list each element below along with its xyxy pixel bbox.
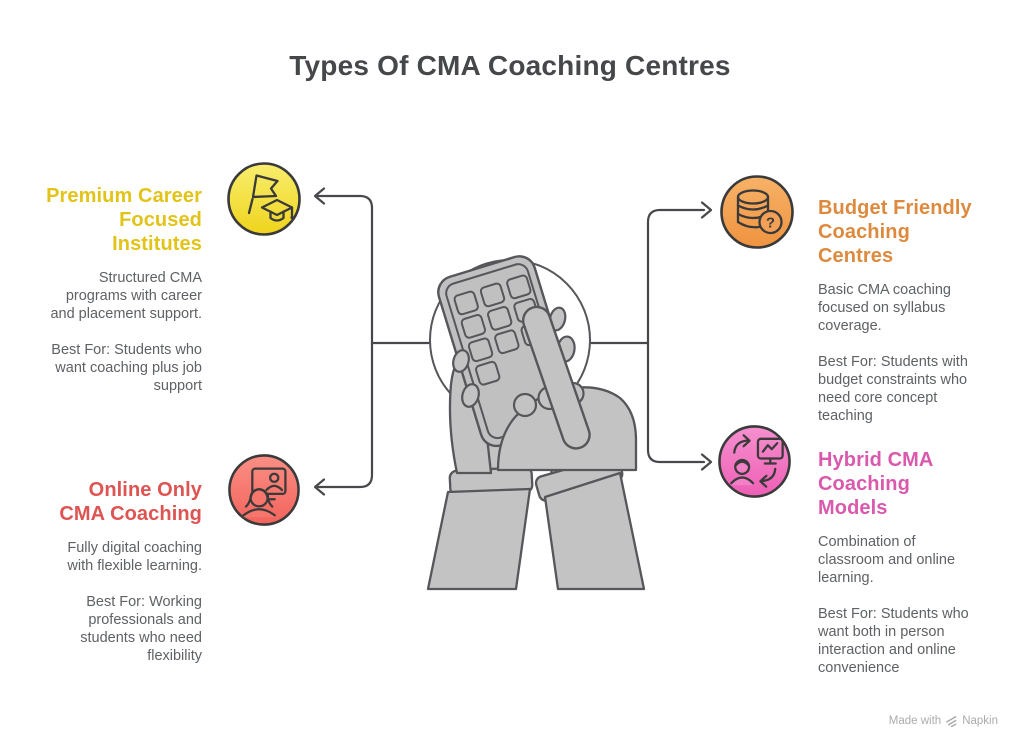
arrow-right-top-icon [700, 201, 713, 219]
hybrid-icon [718, 425, 791, 498]
section-budget-best-for: Best For: Students with budget constrain… [818, 354, 968, 424]
money-question-icon: ? [736, 189, 783, 235]
left-arm [426, 487, 532, 591]
section-premium-best-for: Best For: Students who want coaching plu… [51, 342, 202, 394]
page-title: Types Of CMA Coaching Centres [289, 50, 731, 81]
right-branch-line [646, 208, 706, 464]
arrow-right-bottom-icon [700, 453, 713, 471]
section-online-description: Fully digital coaching with flexible lea… [67, 540, 202, 574]
watermark-brand: Napkin [962, 714, 998, 727]
section-budget-heading: Budget Friendly Coaching Centres [818, 197, 972, 267]
flag-graduation-icon [247, 174, 294, 222]
arrow-left-bottom-icon [313, 478, 326, 496]
section-online-best-for: Best For: Working professionals and stud… [80, 594, 202, 664]
right-arm [543, 471, 646, 591]
arrow-left-top-icon [313, 187, 326, 205]
premium-icon [227, 162, 301, 236]
section-premium-description: Structured CMA programs with career and … [50, 270, 202, 322]
section-budget: Budget Friendly Coaching Centres Basic C… [818, 196, 982, 425]
online-icon [228, 454, 300, 526]
section-hybrid-heading: Hybrid CMA Coaching Models [818, 449, 933, 519]
section-online: Online Only CMA Coaching Fully digital c… [30, 478, 202, 665]
section-hybrid: Hybrid CMA Coaching Models Combination o… [818, 448, 982, 677]
section-online-heading: Online Only CMA Coaching [59, 479, 202, 525]
online-class-icon [242, 467, 287, 518]
index-finger [521, 305, 591, 450]
hybrid-sync-icon [730, 434, 784, 488]
svg-text:?: ? [766, 215, 775, 232]
section-hybrid-best-for: Best For: Students who want both in pers… [818, 606, 969, 676]
budget-icon: ? [720, 175, 794, 249]
napkin-logo-icon [946, 716, 957, 727]
section-budget-description: Basic CMA coaching focused on syllabus c… [818, 282, 951, 334]
left-branch-line [316, 194, 374, 489]
watermark-text: Made with [888, 714, 942, 727]
watermark: Made with Napkin [889, 714, 998, 727]
section-premium-heading: Premium Career Focused Institutes [46, 185, 202, 255]
section-premium: Premium Career Focused Institutes Struct… [30, 184, 202, 395]
section-hybrid-description: Combination of classroom and online lear… [818, 534, 956, 586]
